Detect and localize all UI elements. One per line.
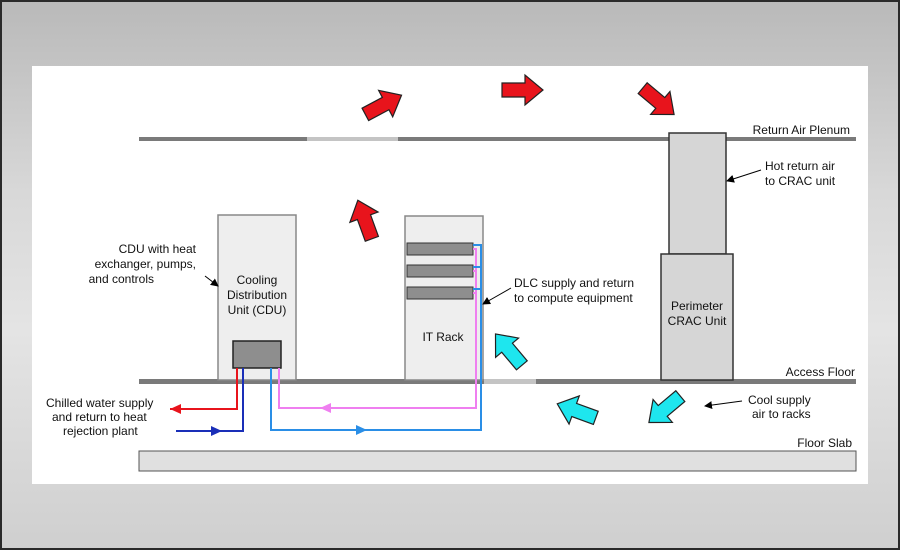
hot-air-arrow-1 — [361, 89, 403, 122]
dlc-return-loop — [278, 248, 477, 409]
cool-air-arrow-1 — [648, 389, 686, 424]
access-floor-line — [139, 379, 856, 384]
chilled-label-line-3: rejection plant — [63, 424, 138, 438]
dlc-label-line-1: DLC supply and return — [514, 276, 634, 290]
hot-return-label-line-2: to CRAC unit — [765, 174, 836, 188]
cool-air-arrow-3 — [494, 333, 529, 371]
crac-label-line-1: Perimeter — [671, 299, 723, 313]
access-floor-label: Access Floor — [786, 365, 855, 379]
hot-air-arrow-4 — [348, 199, 380, 242]
red-flow-arrowhead — [170, 404, 181, 414]
it-rack-label: IT Rack — [422, 330, 464, 344]
return-air-plenum-label: Return Air Plenum — [753, 123, 850, 137]
return-air-plenum-line — [139, 137, 856, 141]
hot-return-label-line-1: Hot return air — [765, 159, 835, 173]
cdu-note-line-1: CDU with heat — [119, 242, 197, 256]
compute-server-2 — [406, 264, 474, 278]
cdu-note-line-3: and controls — [89, 272, 154, 286]
crac-unit — [660, 253, 734, 381]
cool-supply-leader — [704, 400, 743, 410]
crac-upper-duct — [668, 132, 727, 255]
chilled-label-line-1: Chilled water supply — [46, 396, 153, 410]
dlc-label-line-2: to compute equipment — [514, 291, 633, 305]
cdu-label-line-3: Unit (CDU) — [228, 303, 287, 317]
blue-flow-arrowhead — [211, 426, 222, 436]
cool-air-arrow-2 — [556, 394, 599, 426]
chilled-supply-pipe — [176, 368, 244, 432]
chilled-label-line-2: and return to heat — [52, 410, 147, 424]
hot-return-leader — [726, 169, 762, 183]
cdu-label-line-2: Distribution — [227, 288, 287, 302]
dlc-rack-supply-taps — [473, 266, 481, 290]
compute-server-3 — [406, 286, 474, 300]
dlc-rack-return-taps — [473, 270, 476, 294]
cdu-note-leader — [204, 275, 219, 287]
crac-label-line-2: CRAC Unit — [668, 314, 727, 328]
hot-air-arrow-2 — [501, 73, 544, 107]
cdu-heat-exchanger-box — [232, 340, 282, 369]
dlc-supply-loop — [270, 244, 482, 431]
cdu-label-line-1: Cooling — [237, 273, 278, 287]
dlc-note-leader — [482, 287, 512, 305]
cdu-note-line-2: exchanger, pumps, — [95, 257, 196, 271]
floor-slab — [138, 450, 857, 472]
cool-supply-label-line-2: air to racks — [752, 407, 811, 421]
hot-air-arrow-3 — [637, 81, 675, 116]
floor-slab-label: Floor Slab — [797, 436, 852, 450]
pink-flow-arrowhead — [320, 403, 331, 413]
chilled-return-pipe — [170, 368, 238, 410]
light-blue-flow-arrowhead — [356, 425, 367, 435]
cool-supply-label-line-1: Cool supply — [748, 393, 811, 407]
compute-server-1 — [406, 242, 474, 256]
